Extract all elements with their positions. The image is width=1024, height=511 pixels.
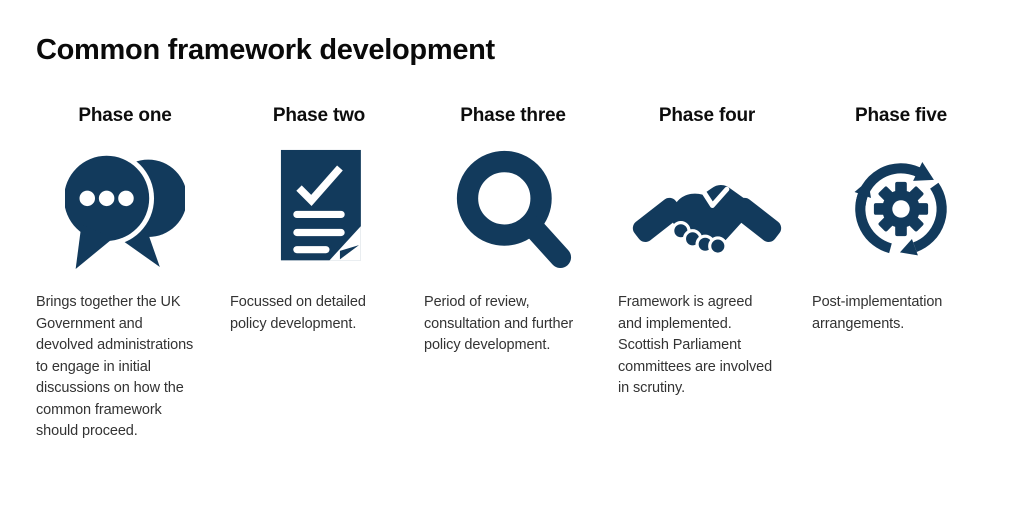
phase-column-four: Phase four Framework is agreed and imple… [618, 104, 796, 443]
phase-column-two: Phase two Focussed on detailed policy de… [230, 104, 408, 443]
handshake-icon [618, 138, 796, 278]
page-title: Common framework development [36, 34, 495, 66]
cycle-gear-icon [812, 138, 990, 278]
phases-row: Phase one Brings together the UK Governm… [36, 104, 990, 443]
phase-five-description: Post-implementation arrangements. [812, 294, 943, 332]
phase-two-description: Focussed on detailed policy development. [230, 294, 366, 332]
phase-three-label: Phase three [460, 105, 566, 126]
phase-column-one: Phase one Brings together the UK Governm… [36, 104, 214, 443]
phase-four-description: Framework is agreed and implemented. Sco… [618, 294, 773, 396]
phase-two-label: Phase two [272, 105, 366, 126]
chat-bubbles-icon [36, 138, 214, 278]
phase-four-label: Phase four [658, 105, 756, 126]
phase-three-description: Period of review, consultation and furth… [424, 294, 574, 353]
phase-column-five: Phase five [812, 104, 990, 443]
phase-column-three: Phase three Period of review, consultati… [424, 104, 602, 443]
phase-five-label: Phase five [855, 105, 947, 126]
phase-one-label: Phase one [78, 105, 172, 126]
magnifying-glass-icon [424, 138, 602, 278]
phase-one-description: Brings together the UK Government and de… [36, 294, 194, 439]
document-checklist-icon [230, 138, 408, 278]
